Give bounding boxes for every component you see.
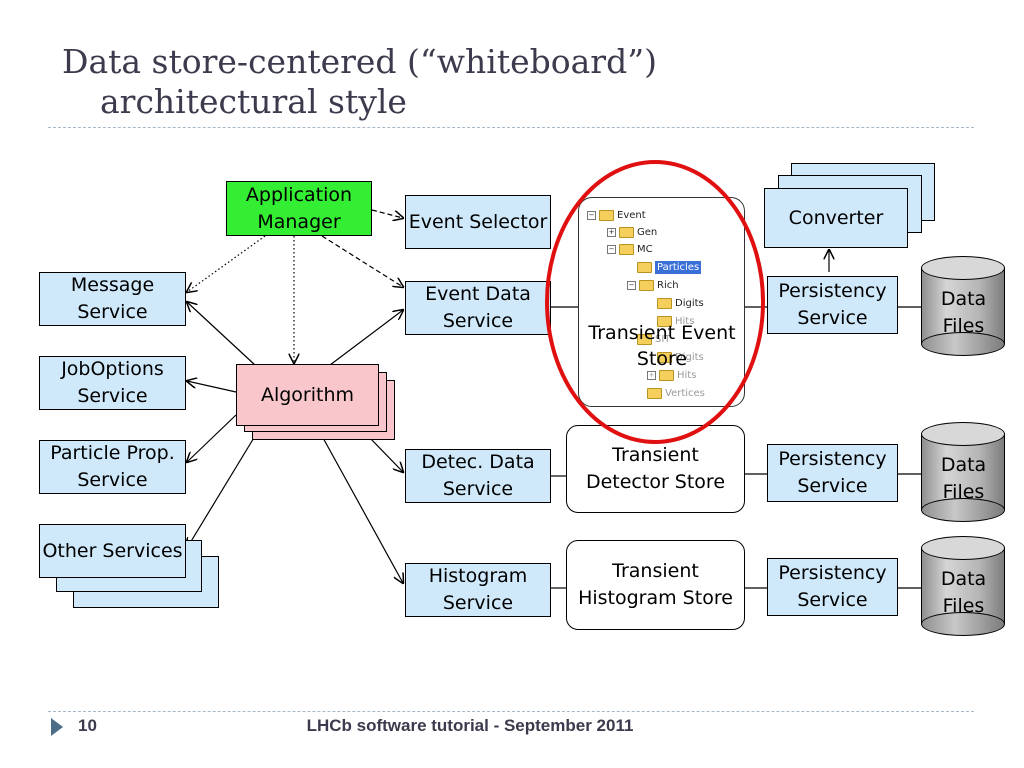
transient-histogram-store-label: Transient Histogram Store — [578, 560, 733, 609]
expand-icon: + — [607, 228, 616, 237]
link-alg-eventdata — [329, 310, 403, 366]
tree-node-label: Vertices — [665, 388, 705, 399]
expand-icon: + — [647, 371, 656, 380]
tree-node-label: Digits — [675, 298, 704, 309]
link-alg-detecdata — [367, 435, 403, 472]
slide-title: Data store-centered (“whiteboard”) archi… — [62, 42, 962, 122]
link-alg-other — [187, 435, 256, 548]
folder-icon — [657, 352, 672, 363]
footer-arrow-icon — [51, 718, 63, 736]
tree-node-label: Digits — [675, 352, 704, 363]
detec-data-service-box: Detec. Data Service — [405, 449, 551, 503]
tree-node-label: Particles — [655, 261, 702, 274]
transient-event-store: − Event + Gen − MC Particles − Rich Digits H… — [578, 197, 745, 407]
persistency-service-3-label: Persistency Service — [778, 562, 887, 611]
tree-node-hits[interactable]: Hits — [657, 315, 694, 328]
folder-icon — [657, 316, 672, 327]
histogram-service-box: Histogram Service — [405, 563, 551, 617]
persistency-service-2-label: Persistency Service — [778, 448, 887, 497]
detec-data-service-label: Detec. Data Service — [421, 451, 535, 500]
title-line-1: Data store-centered (“whiteboard”) — [62, 42, 657, 81]
page-number: 10 — [78, 716, 97, 735]
data-files-3-cylinder: Data Files — [921, 536, 1005, 636]
algorithm-box: Algorithm — [236, 364, 379, 426]
tree-node-hits-2[interactable]: + Hits — [647, 369, 696, 382]
other-services-box: Other Services — [39, 524, 186, 578]
transient-event-store-label: Transient Event Store — [588, 322, 736, 370]
tree-node-event[interactable]: − Event — [587, 209, 646, 222]
tree-node-particles[interactable]: Particles — [637, 261, 702, 274]
folder-icon — [637, 334, 652, 345]
data-files-1-cylinder: Data Files — [921, 256, 1005, 356]
joboptions-service-label: JobOptions Service — [61, 358, 164, 407]
transient-histogram-store-box: Transient Histogram Store — [566, 540, 745, 630]
tree-node-label: Event — [617, 210, 646, 221]
link-appmgr-eventselector — [371, 209, 403, 218]
transient-detector-store-label: Transient Detector Store — [585, 444, 726, 493]
application-manager-box: Application Manager — [226, 181, 372, 236]
folder-icon — [659, 370, 674, 381]
particle-prop-service-box: Particle Prop. Service — [39, 440, 186, 494]
tree-node-sit[interactable]: SIT — [637, 333, 670, 346]
collapse-icon: − — [627, 281, 636, 290]
message-service-box: Message Service — [39, 272, 186, 326]
tree-node-gen[interactable]: + Gen — [607, 226, 657, 239]
tree-node-label: Hits — [675, 316, 695, 327]
footer-divider — [48, 711, 974, 712]
folder-icon — [647, 388, 662, 399]
tree-node-digits[interactable]: Digits — [657, 297, 704, 310]
tree-node-label: MC — [637, 244, 653, 255]
event-selector-label: Event Selector — [408, 210, 548, 233]
histogram-service-label: Histogram Service — [428, 565, 528, 614]
tree-node-mc[interactable]: − MC — [607, 243, 653, 256]
folder-icon — [657, 298, 672, 309]
event-data-service-label: Event Data Service — [425, 283, 531, 332]
folder-icon — [639, 280, 654, 291]
particle-prop-service-label: Particle Prop. Service — [50, 442, 175, 491]
link-alg-particleprop — [187, 414, 237, 462]
persistency-service-2-box: Persistency Service — [767, 444, 898, 502]
folder-icon — [637, 262, 652, 273]
tree-node-digits-2[interactable]: Digits — [657, 351, 704, 364]
application-manager-label: Application Manager — [245, 183, 353, 233]
link-alg-histogram — [321, 435, 403, 583]
highlight-ellipse — [545, 160, 765, 444]
converter-box: Converter — [764, 188, 908, 248]
persistency-service-1-box: Persistency Service — [767, 276, 898, 334]
tree-node-label: Hits — [677, 370, 697, 381]
joboptions-service-box: JobOptions Service — [39, 356, 186, 410]
data-files-1-label: Data Files — [940, 288, 987, 337]
folder-icon — [619, 244, 634, 255]
message-service-label: Message Service — [70, 274, 155, 323]
other-services-label: Other Services — [42, 539, 183, 562]
tree-node-label: SIT — [655, 334, 671, 345]
collapse-icon: − — [587, 211, 596, 220]
folder-icon — [599, 210, 614, 221]
converter-label: Converter — [788, 206, 884, 229]
transient-detector-store-box: Transient Detector Store — [566, 425, 745, 513]
title-divider — [48, 127, 974, 128]
data-files-2-cylinder: Data Files — [921, 422, 1005, 522]
link-appmgr-message — [187, 235, 266, 292]
collapse-icon: − — [607, 245, 616, 254]
persistency-service-1-label: Persistency Service — [778, 280, 887, 329]
data-files-3-label: Data Files — [940, 568, 987, 617]
tree-node-rich[interactable]: − Rich — [627, 279, 679, 292]
title-line-2: architectural style — [100, 82, 407, 121]
event-data-service-box: Event Data Service — [405, 281, 551, 335]
algorithm-label: Algorithm — [260, 383, 355, 406]
persistency-service-3-box: Persistency Service — [767, 558, 898, 616]
tree-node-vertices[interactable]: Vertices — [647, 387, 705, 400]
link-alg-message — [187, 302, 256, 366]
footer-text: LHCb software tutorial - September 2011 — [306, 716, 634, 735]
folder-icon — [619, 227, 634, 238]
link-alg-joboptions — [187, 381, 237, 393]
tree-node-label: Rich — [657, 280, 679, 291]
data-files-2-label: Data Files — [940, 454, 987, 503]
tree-node-label: Gen — [637, 227, 658, 238]
event-selector-box: Event Selector — [405, 195, 551, 249]
